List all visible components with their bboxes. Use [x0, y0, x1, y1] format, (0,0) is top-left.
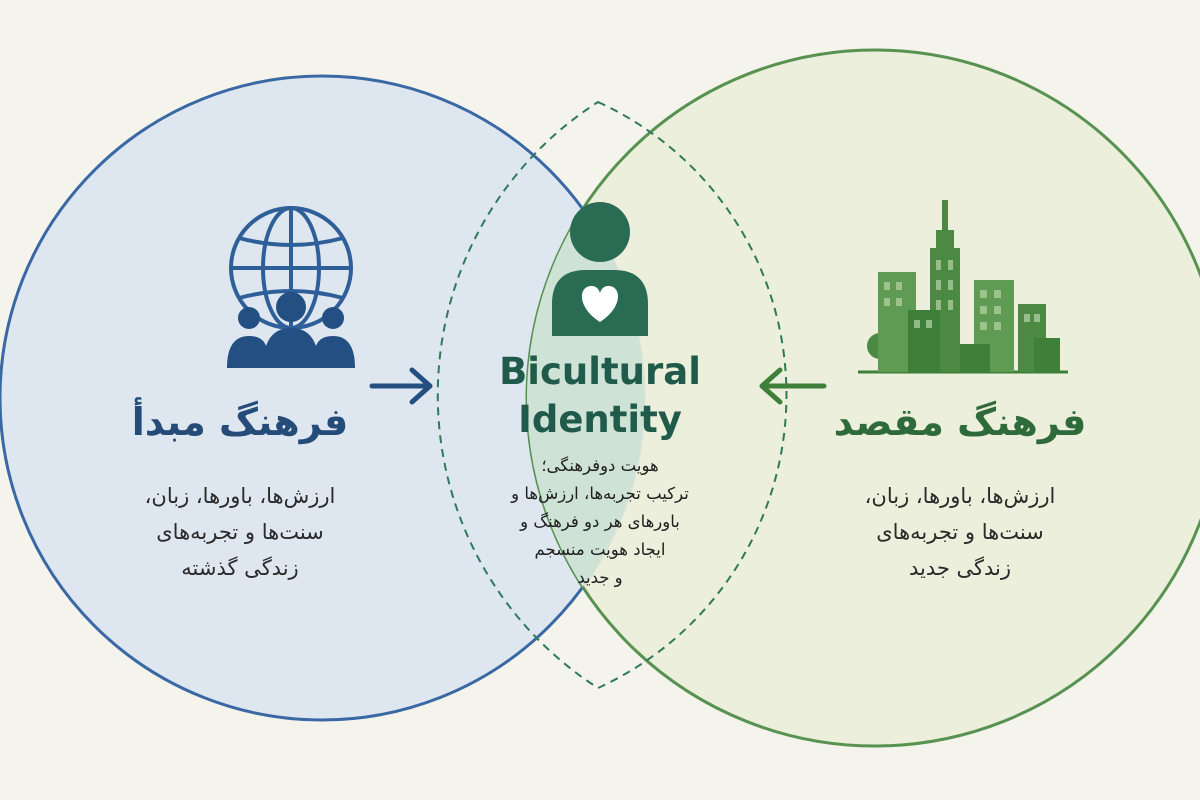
center-desc-line: باورهای هر دو فرهنگ و	[520, 512, 680, 531]
center-desc-line: ترکیب تجربه‌ها، ارزش‌ها و	[511, 484, 689, 503]
bicultural-identity-description: هویت دوفرهنگی؛ ترکیب تجربه‌ها، ارزش‌ها و…	[490, 452, 710, 592]
center-title-line: Identity	[518, 398, 682, 441]
destination-culture-description: ارزش‌ها، باورها، زبان، سنت‌ها و تجربه‌ها…	[830, 478, 1090, 586]
globe-people-icon	[227, 206, 355, 368]
person-heart-icon	[552, 202, 648, 336]
source-culture-description: ارزش‌ها، باورها، زبان، سنت‌ها و تجربه‌ها…	[110, 478, 370, 586]
destination-desc-line: ارزش‌ها، باورها، زبان،	[864, 484, 1056, 508]
destination-desc-line: زندگی جدید	[908, 556, 1012, 580]
center-desc-line: و جدید	[577, 568, 623, 587]
destination-desc-line: سنت‌ها و تجربه‌های	[876, 520, 1044, 544]
bicultural-identity-title: Bicultural Identity	[470, 348, 730, 444]
source-desc-line: زندگی گذشته	[181, 556, 299, 580]
center-desc-line: هویت دوفرهنگی؛	[541, 456, 659, 475]
center-title-line: Bicultural	[499, 350, 701, 393]
center-desc-line: ایجاد هویت منسجم	[534, 540, 666, 559]
arrow-right-icon	[369, 367, 433, 405]
arrow-left-icon	[759, 367, 827, 405]
city-icon	[858, 200, 1068, 374]
source-desc-line: سنت‌ها و تجربه‌های	[156, 520, 324, 544]
destination-culture-title: فرهنگ مقصد	[833, 400, 1087, 444]
source-desc-line: ارزش‌ها، باورها، زبان،	[144, 484, 336, 508]
overlap-outline	[436, 100, 788, 690]
source-culture-title: فرهنگ مبدأ	[131, 400, 349, 444]
